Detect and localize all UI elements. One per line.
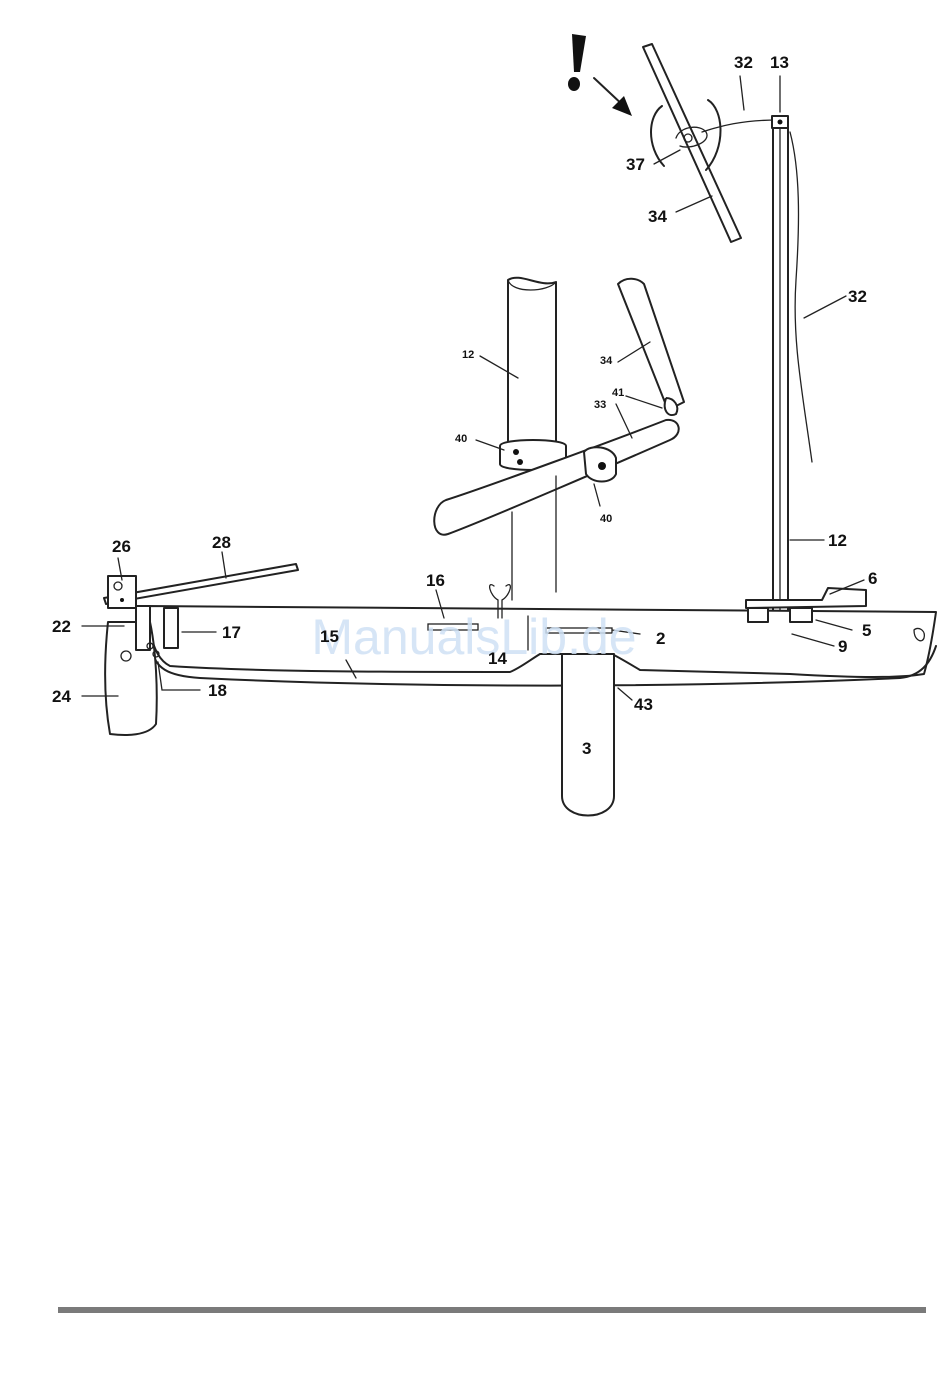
- label-22: 22: [52, 617, 71, 636]
- label-6: 6: [868, 569, 877, 588]
- warning-arrow: [594, 78, 632, 116]
- mast: [772, 116, 788, 670]
- label-26: 26: [112, 537, 131, 556]
- label-18: 18: [208, 681, 227, 700]
- label-33: 33: [594, 399, 606, 411]
- label-40-left: 40: [455, 433, 467, 445]
- centerboard: [562, 654, 614, 816]
- label-16: 16: [426, 571, 445, 590]
- label-37: 37: [626, 155, 645, 174]
- boom-section-detail: [618, 279, 684, 415]
- sail-luff-line: [790, 132, 812, 462]
- label-17: 17: [222, 623, 241, 642]
- label-2: 2: [656, 629, 665, 648]
- label-12-mast: 12: [828, 531, 847, 550]
- label-9: 9: [838, 637, 847, 656]
- footer-rule: [58, 1307, 926, 1313]
- label-43: 43: [634, 695, 653, 714]
- rudder: [105, 606, 159, 735]
- label-40-bottom: 40: [600, 513, 612, 525]
- label-34-detail: 34: [648, 207, 667, 226]
- label-14: 14: [488, 649, 507, 668]
- label-13: 13: [770, 53, 789, 72]
- label-41: 41: [612, 387, 624, 399]
- label-32-top: 32: [734, 53, 753, 72]
- label-12-top: 12: [462, 349, 474, 361]
- label-15: 15: [320, 627, 339, 646]
- label-24: 24: [52, 687, 71, 706]
- label-34-top: 34: [600, 355, 613, 367]
- label-28: 28: [212, 533, 231, 552]
- watermark: ManualsLib.de: [311, 609, 636, 665]
- label-32-side: 32: [848, 287, 867, 306]
- label-3: 3: [582, 739, 591, 758]
- rudder-head: [108, 576, 136, 608]
- warning-exclamation-icon: [568, 34, 586, 91]
- label-5: 5: [862, 621, 871, 640]
